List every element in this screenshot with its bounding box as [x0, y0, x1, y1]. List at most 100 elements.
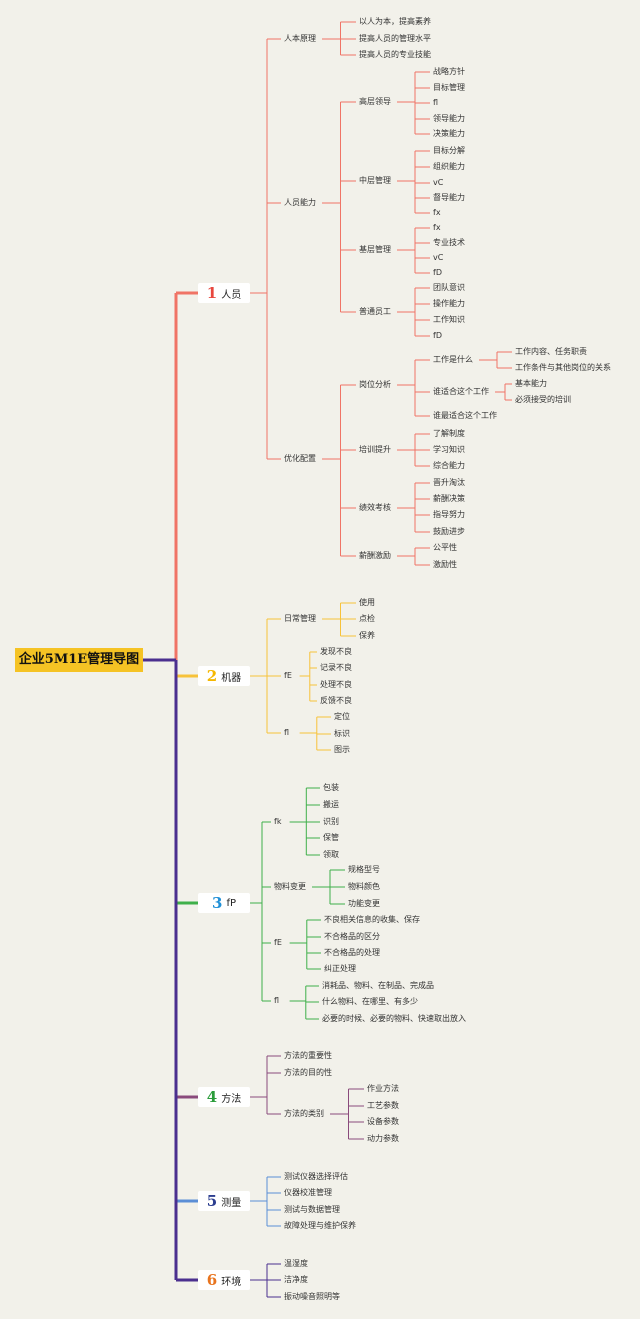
sub-branch-node: 使用	[359, 598, 375, 607]
leaf-node: fD	[433, 331, 442, 340]
leaf-node: 鼓励进步	[433, 527, 465, 536]
sub-branch-node: 中层管理	[359, 176, 391, 185]
root-node: 企业5M1E管理导图	[15, 648, 143, 672]
sub-branch-node: 保养	[359, 631, 375, 640]
category-label: 机器	[221, 672, 242, 684]
sub-branch-node: 保管	[323, 833, 339, 842]
leaf-node: 战略方针	[433, 67, 465, 76]
category-label: 方法	[221, 1093, 242, 1105]
leaf-node: 团队意识	[433, 283, 465, 292]
category-label: 环境	[221, 1276, 242, 1288]
branch-node: 日常管理	[284, 614, 316, 623]
sub-branch-node: 动力参数	[367, 1134, 399, 1143]
leaf-node: 工作知识	[433, 315, 465, 324]
sub-branch-node: 发现不良	[320, 647, 352, 656]
sub-branch-node: 工艺参数	[367, 1101, 399, 1110]
sub-branch-node: 处理不良	[320, 680, 352, 689]
leaf-node: 指导努力	[433, 510, 465, 519]
sub-branch-node: 定位	[334, 712, 350, 721]
branch-node: fl	[284, 728, 290, 737]
sub-branch-node: 消耗品、物料、在制品、完成品	[322, 981, 434, 990]
sub-branch-node: 不合格品的区分	[324, 932, 380, 941]
leaf-node: fx	[433, 223, 441, 232]
sub-branch-node: 高层领导	[359, 97, 391, 106]
branch-node: fl	[274, 996, 280, 1005]
leaf-node: fx	[433, 208, 441, 217]
leaf-node: 操作能力	[433, 299, 465, 308]
sub-branch-node: 物料颜色	[348, 882, 380, 891]
leaf-node: 工作条件与其他岗位的关系	[515, 363, 611, 372]
category-label: 测量	[221, 1197, 242, 1209]
sub-branch-node: 规格型号	[348, 865, 380, 874]
leaf-node: 组织能力	[433, 162, 465, 171]
branch-node: 方法的重要性	[284, 1051, 332, 1060]
branch-node: 物料变更	[274, 882, 306, 891]
sub-branch-node: 绩效考核	[359, 503, 391, 512]
sub-branch-node: 以人为本，提高素养	[359, 17, 431, 26]
branch-node: fE	[284, 671, 292, 680]
leaf-node: 了解制度	[433, 429, 465, 438]
sub-branch-node: 领取	[323, 850, 339, 859]
sub-branch-node: 搬运	[323, 800, 339, 809]
sub-branch-node: 提高人员的管理水平	[359, 34, 431, 43]
sub-branch-node: 作业方法	[367, 1084, 399, 1093]
leaf-node: 晋升淘汰	[433, 478, 465, 487]
leaf-node: 基本能力	[515, 379, 547, 388]
category-number: 1	[206, 284, 218, 302]
leaf-node: 必须接受的培训	[515, 395, 571, 404]
leaf-node: 专业技术	[433, 238, 465, 247]
sub-branch-node: 基层管理	[359, 245, 391, 254]
branch-node: 故障处理与维护保养	[284, 1221, 356, 1230]
sub-branch-node: 标识	[334, 729, 350, 738]
sub-branch-node: 功能变更	[348, 899, 380, 908]
category-number: 5	[206, 1192, 218, 1210]
sub-branch-node: 反馈不良	[320, 696, 352, 705]
leaf-node: 工作内容、任务职责	[515, 347, 587, 356]
branch-node: 优化配置	[284, 454, 316, 463]
sub-branch-node: 提高人员的专业技能	[359, 50, 431, 59]
category-number: 6	[206, 1271, 218, 1289]
leaf-node: 领导能力	[433, 114, 465, 123]
branch-node: 人员能力	[284, 198, 316, 207]
leaf-node: 谁最适合这个工作	[433, 411, 497, 420]
leaf-node: 目标管理	[433, 83, 465, 92]
leaf-node: vC	[433, 253, 444, 262]
leaf-node: 谁适合这个工作	[433, 387, 489, 396]
category-label: fP	[226, 897, 236, 909]
leaf-node: fl	[433, 98, 439, 107]
leaf-node: fD	[433, 268, 442, 277]
sub-branch-node: 什么物料、在哪里、有多少	[322, 997, 418, 1006]
branch-node: fk	[274, 817, 282, 826]
sub-branch-node: 点检	[359, 614, 375, 623]
category-number: 3	[212, 894, 223, 912]
sub-branch-node: 不合格品的处理	[324, 948, 380, 957]
sub-branch-node: 图示	[334, 745, 350, 754]
sub-branch-node: 记录不良	[320, 663, 352, 672]
sub-branch-node: 必要的时候、必要的物料、快速取出放入	[322, 1014, 466, 1023]
category-number: 2	[206, 667, 218, 685]
leaf-node: 综合能力	[433, 461, 465, 470]
sub-branch-node: 普通员工	[359, 307, 391, 316]
branch-node: 测试仪器选择评估	[284, 1172, 348, 1181]
branch-node: 仪器校准管理	[284, 1188, 332, 1197]
leaf-node: 公平性	[433, 543, 457, 552]
branch-node: 人本原理	[284, 34, 316, 43]
branch-node: 测试与数据管理	[284, 1205, 340, 1214]
branch-node: 方法的类别	[284, 1109, 324, 1118]
sub-branch-node: 不良相关信息的收集、保存	[324, 915, 420, 924]
leaf-node: 督导能力	[433, 193, 465, 202]
sub-branch-node: 薪酬激励	[359, 551, 391, 560]
category-label: 人员	[221, 289, 242, 301]
leaf-node: 目标分解	[433, 146, 465, 155]
category-number: 4	[206, 1088, 218, 1106]
sub-branch-node: 包装	[323, 783, 339, 792]
leaf-node: 激励性	[433, 560, 457, 569]
branch-node: 温湿度	[284, 1259, 308, 1268]
